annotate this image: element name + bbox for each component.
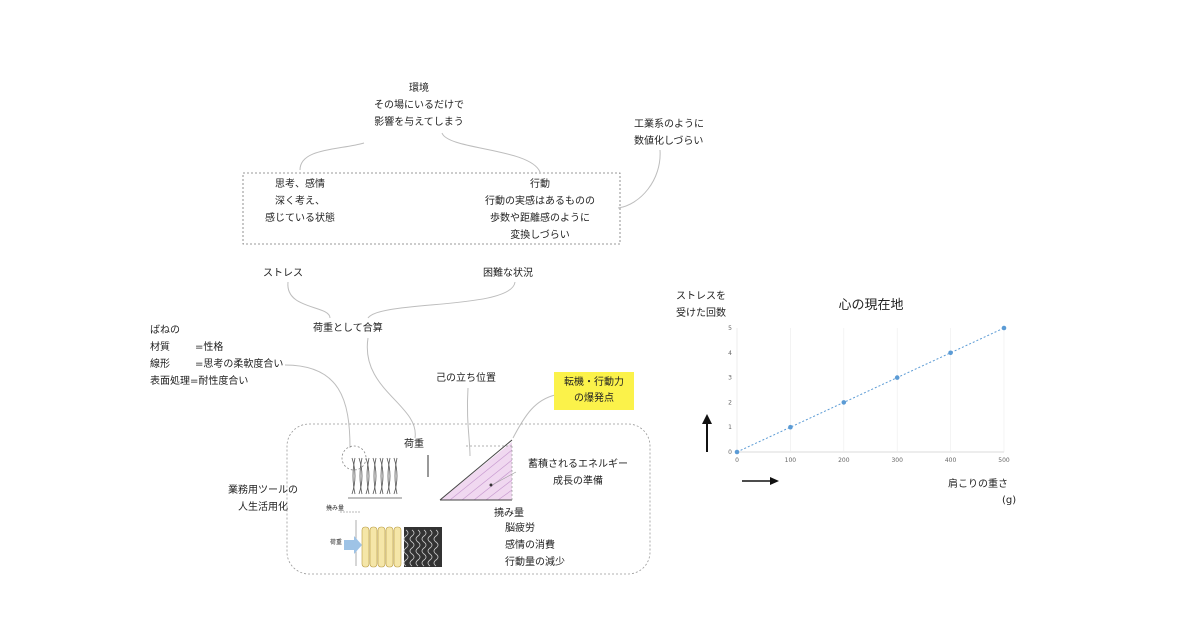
own-position-label: 己の立ち位置 — [436, 373, 496, 384]
connector-env-thought — [299, 142, 365, 171]
thought-line-3: 感じている状態 — [265, 213, 335, 224]
connector-stress — [287, 281, 331, 319]
action-text: 行動 行動の実感はあるものの 歩数や距離感のように 変換しづらい — [485, 176, 595, 244]
effect-item-1: 脳疲労 — [505, 523, 535, 534]
action-line-2: 行動の実感はあるものの — [485, 196, 595, 207]
chart-xlabel: 肩こりの重さ — [948, 479, 1008, 490]
spring-definition: ばねの 材質=性格 線形=思考の柔軟度合い 表面処理=耐性度合い — [150, 322, 283, 390]
chart-point — [894, 375, 900, 380]
connector-industrial — [617, 149, 661, 209]
thought-line-1: 思考、感情 — [275, 179, 325, 190]
tools-note: 業務用ツールの 人生活用化 — [228, 482, 298, 516]
chart-y-tick-label: 0 — [728, 449, 732, 456]
chart-y-tick-label: 2 — [728, 399, 732, 406]
chart-point — [841, 400, 847, 405]
chart-x-tick-label: 400 — [945, 457, 957, 464]
connector-turning — [512, 394, 556, 439]
connector-load — [366, 337, 416, 439]
action-line-1: 行動 — [530, 179, 550, 190]
environment-title: 環境 — [409, 83, 429, 94]
spring-panel-box — [286, 423, 651, 575]
effect-item-3: 行動量の減少 — [505, 557, 565, 568]
thought-line-2: 深く考え、 — [275, 196, 325, 207]
effect-item-2: 感情の消費 — [505, 540, 555, 551]
energy-line-1: 蓄積されるエネルギー — [528, 459, 628, 470]
action-line-4: 変換しづらい — [510, 230, 570, 241]
load-combined-label: 荷重として合算 — [313, 323, 383, 334]
chart-point — [948, 350, 953, 356]
difficulty-label: 困難な状況 — [483, 268, 533, 279]
spring-def-row-3: 表面処理=耐性度合い — [150, 376, 249, 387]
connector-position — [466, 387, 471, 457]
chart-ylabel: ストレスを 受けた回数 — [676, 288, 726, 322]
chart-ylabel-line-1: ストレスを — [676, 291, 726, 302]
chart-point — [1001, 325, 1007, 331]
chart-y-tick-label: 4 — [728, 350, 732, 357]
chart-point — [788, 424, 793, 430]
connector-difficulty — [367, 281, 516, 319]
chart-title: 心の現在地 — [838, 298, 904, 313]
spring-def-row-2: 線形=思考の柔軟度合い — [150, 359, 284, 370]
tools-note-line-1: 業務用ツールの — [228, 485, 298, 496]
industrial-note: 工業系のように 数値化しづらい — [634, 116, 704, 150]
spring-def-row-1: 材質=性格 — [150, 342, 224, 353]
action-line-3: 歩数や距離感のように — [490, 213, 590, 224]
load-axis-label: 荷重 — [404, 439, 424, 450]
chart-x-tick-label: 100 — [785, 457, 797, 464]
deflection-axis-label: 撓み量 — [494, 508, 524, 519]
chart-x-tick-label: 500 — [998, 457, 1010, 464]
chart-point — [734, 449, 740, 455]
thought-text: 思考、感情 深く考え、 感じている状態 — [265, 176, 335, 227]
industrial-note-line-2: 数値化しづらい — [634, 136, 704, 147]
thought-action-box — [242, 172, 621, 245]
effects-list: 脳疲労 感情の消費 行動量の減少 — [505, 520, 565, 571]
chart-y-tick-label: 3 — [728, 375, 732, 382]
connector-spring-def — [284, 364, 351, 449]
chart-x-tick-label: 200 — [838, 457, 850, 464]
y-arrow-icon — [702, 414, 712, 452]
chart-xunit: (g) — [1002, 495, 1017, 506]
coil-spring — [341, 445, 402, 499]
environment-line-1: その場にいるだけで — [374, 100, 464, 111]
industrial-note-line-1: 工業系のように — [634, 119, 704, 130]
tools-note-line-2: 人生活用化 — [238, 502, 288, 513]
turning-point-line-2: の爆発点 — [574, 393, 614, 404]
chart-y-tick-label: 5 — [728, 325, 732, 332]
turning-point-highlight: 転機・行動力 の爆発点 — [554, 372, 634, 410]
chart-y-tick-label: 1 — [728, 424, 732, 431]
stress-label: ストレス — [263, 268, 303, 279]
small-load-label: 荷重 — [330, 539, 343, 546]
environment-text: 環境 その場にいるだけで 影響を与えてしまう — [374, 80, 464, 131]
x-arrow-icon — [742, 477, 779, 485]
turning-point-line-1: 転機・行動力 — [564, 377, 624, 388]
energy-line-2: 成長の準備 — [553, 476, 603, 487]
spring-def-title: ばねの — [150, 325, 180, 336]
chart-ylabel-line-2: 受けた回数 — [676, 308, 726, 319]
load-deflection-graph — [427, 439, 517, 501]
stress-chart: 0 100 200 300 400 500 0 1 2 3 4 5 — [728, 325, 1010, 464]
small-spring-illustration — [340, 511, 442, 568]
environment-line-2: 影響を与えてしまう — [374, 117, 464, 128]
chart-trendline — [736, 327, 1005, 453]
energy-text: 蓄積されるエネルギー 成長の準備 — [528, 456, 628, 490]
connector-env-action — [441, 132, 541, 173]
chart-x-tick-label: 0 — [735, 457, 739, 464]
chart-x-tick-label: 300 — [891, 457, 903, 464]
small-deflection-label: 撓み量 — [326, 505, 345, 512]
